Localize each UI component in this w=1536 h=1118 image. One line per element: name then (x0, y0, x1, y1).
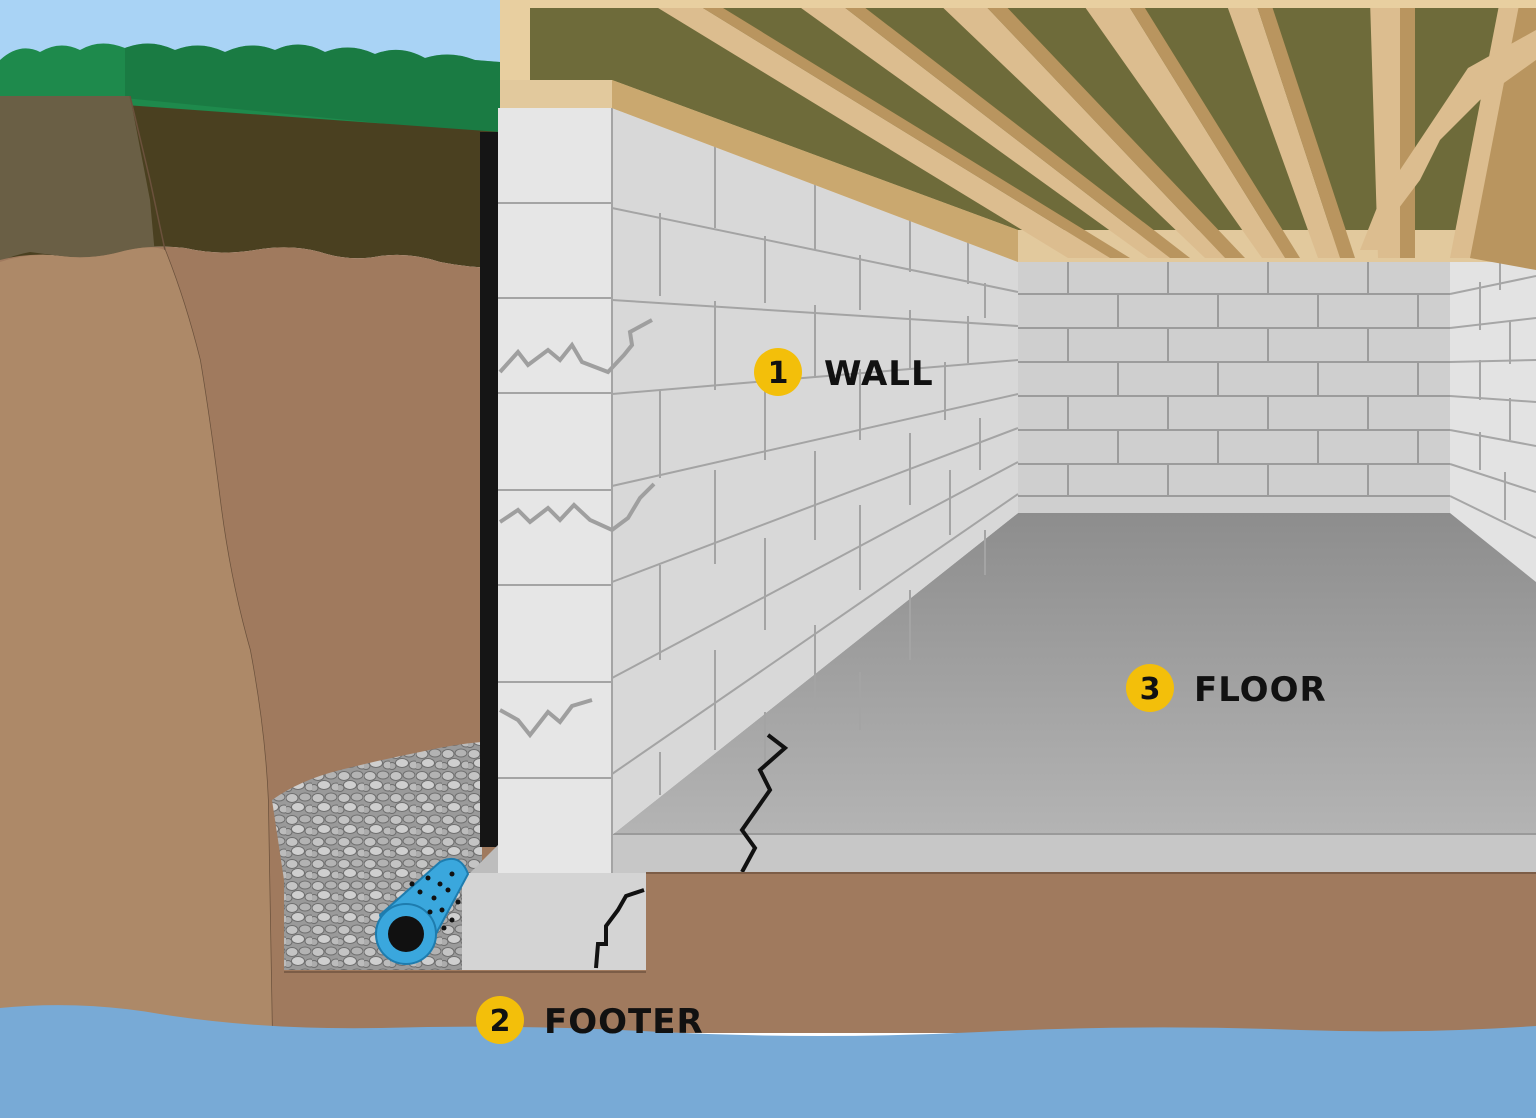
footer-crack (594, 888, 645, 969)
back-wall-mortar (1018, 258, 1450, 497)
drain-pipe (375, 858, 470, 965)
crack-3 (499, 698, 593, 739)
floor-crack (739, 733, 789, 873)
crack-1 (498, 318, 653, 375)
callout-floor-badge (1126, 664, 1174, 712)
crack-2 (498, 482, 656, 533)
ceiling-joists (500, 0, 1536, 270)
topsoil-left (0, 96, 155, 262)
joist-group (500, 0, 1536, 270)
callout-footer-number: 2 (490, 1004, 511, 1039)
waterproof-membrane (480, 132, 498, 847)
right-wall-mortar (1449, 246, 1536, 539)
top-plate (500, 0, 1536, 8)
water-table (0, 1005, 1536, 1118)
callout-floor-number: 3 (1140, 672, 1161, 707)
footer-wedge (470, 845, 498, 873)
callout-floor-label: FLOOR (1194, 670, 1327, 710)
callout-wall-label: WALL (824, 354, 934, 394)
callout-wall: 1 WALL (754, 348, 934, 396)
grass-shadow (125, 43, 500, 135)
footer-block (462, 873, 646, 970)
footing-soil (284, 970, 646, 1033)
sub-slab-soil (646, 873, 1536, 1033)
callout-footer-label: FOOTER (544, 1002, 704, 1042)
rim-joist (500, 80, 1536, 262)
wall-cracks (498, 318, 656, 739)
undisturbed-soil (0, 247, 272, 1030)
callout-footer-badge (476, 996, 524, 1044)
floor-slab (612, 513, 1536, 835)
left-wall-mortar (611, 146, 1019, 795)
callout-floor: 3 FLOOR (1126, 664, 1327, 712)
back-wall (1018, 258, 1450, 513)
callout-wall-number: 1 (768, 356, 789, 391)
wall-block-joints (498, 108, 613, 873)
callout-footer: 2 FOOTER (476, 996, 704, 1044)
callout-wall-badge (754, 348, 802, 396)
floor-slab-edge (612, 833, 1536, 873)
exterior-ground (0, 0, 500, 1118)
